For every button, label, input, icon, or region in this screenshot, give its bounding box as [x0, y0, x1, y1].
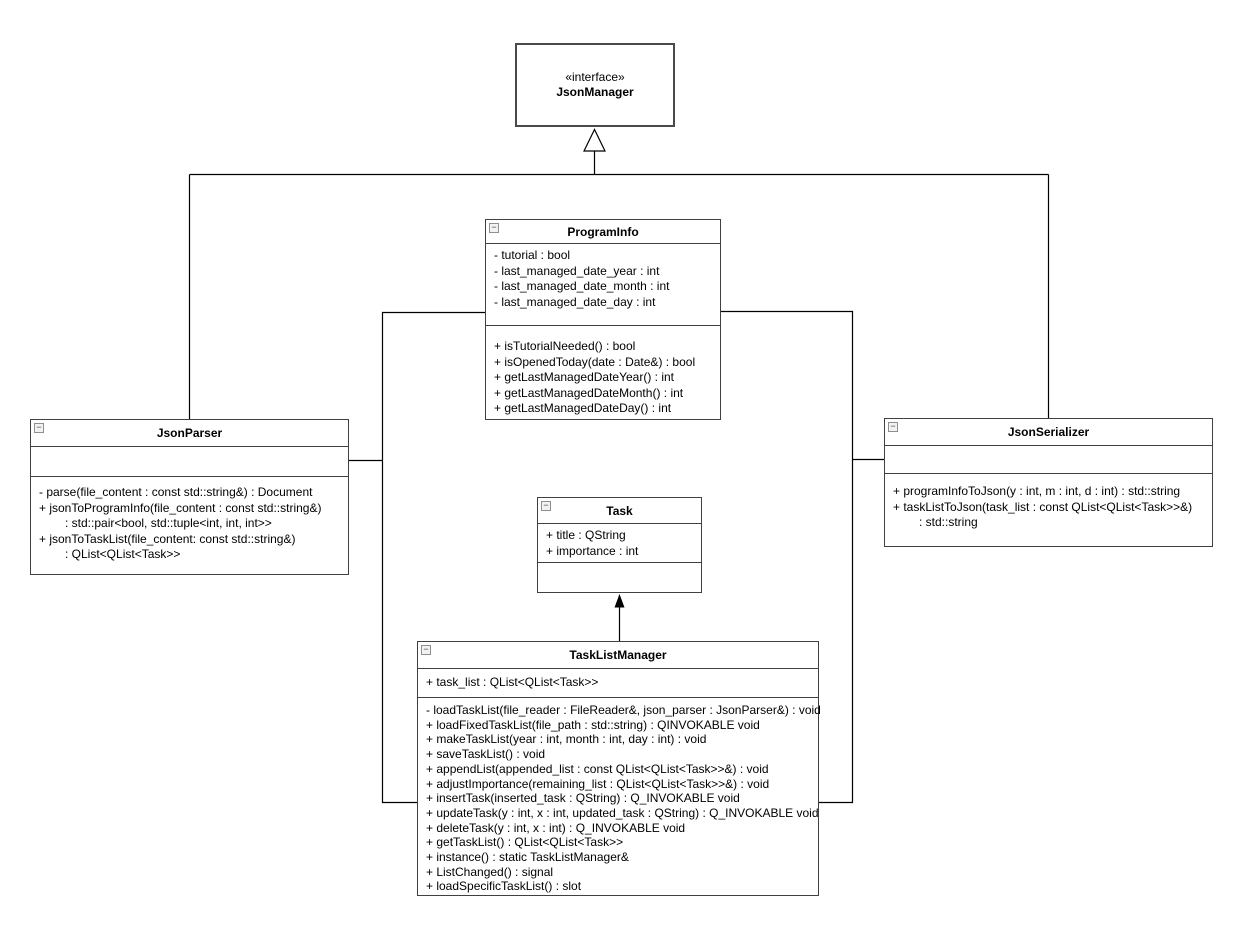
- method-line: + makeTaskList(year : int, month : int, …: [426, 732, 707, 747]
- method-line: - loadTaskList(file_reader : FileReader&…: [426, 703, 821, 717]
- class-title-bar: − TaskListManager: [418, 642, 818, 669]
- attribute-line: - last_managed_date_month : int: [494, 279, 670, 293]
- method-line: + updateTask(y : int, x : int, updated_t…: [426, 805, 819, 820]
- collapse-icon[interactable]: −: [541, 501, 551, 511]
- collapse-icon[interactable]: −: [888, 422, 898, 432]
- method-line: + instance() : static TaskListManager&: [426, 850, 629, 865]
- method-line: + programInfoToJson(y : int, m : int, d …: [893, 484, 1181, 498]
- collapse-icon[interactable]: −: [34, 423, 44, 433]
- method-line-continuation: : std::pair<bool, std::tuple<int, int, i…: [65, 516, 272, 530]
- class-title-bar: − Task: [538, 498, 701, 524]
- class-name: JsonParser: [156, 426, 223, 440]
- generalization-arrowhead-icon: [583, 128, 606, 152]
- method-line: + getLastManagedDateDay() : int: [494, 401, 672, 415]
- class-jsonserializer[interactable]: − JsonSerializer + programInfoToJson(y :…: [884, 418, 1213, 547]
- method-line-continuation: : QList<QList<Task>>: [65, 547, 181, 561]
- association-arrowhead-icon: [614, 594, 625, 608]
- generalization-edge: [188, 151, 1050, 419]
- attribute-line: - last_managed_date_year : int: [494, 263, 660, 278]
- method-line: + loadFixedTaskList(file_path : std::str…: [426, 717, 760, 732]
- attribute-line: - tutorial : bool: [494, 248, 571, 262]
- method-line: + jsonToTaskList(file_content: const std…: [39, 531, 296, 546]
- class-title-bar: − JsonSerializer: [885, 419, 1212, 446]
- method-line: + isOpenedToday(date : Date&) : bool: [494, 354, 696, 369]
- class-name: JsonSerializer: [1007, 425, 1090, 439]
- method-line: - parse(file_content : const std::string…: [39, 485, 313, 499]
- interface-stereotype: «interface»: [565, 70, 625, 84]
- attributes-section: [31, 447, 348, 477]
- attribute-line: + task_list : QList<QList<Task>>: [426, 675, 599, 689]
- attributes-section: + title : QString + importance : int: [538, 524, 701, 563]
- method-line: + deleteTask(y : int, x : int) : Q_INVOK…: [426, 820, 686, 835]
- methods-section: [538, 563, 701, 592]
- method-line: + getTaskList() : QList<QList<Task>>: [426, 835, 624, 850]
- method-line: + isTutorialNeeded() : bool: [494, 339, 636, 353]
- class-name: Task: [606, 503, 633, 518]
- collapse-icon[interactable]: −: [421, 645, 431, 655]
- method-line-continuation: : std::string: [919, 515, 978, 529]
- class-title-bar: − JsonParser: [31, 420, 348, 447]
- method-line: + ListChanged() : signal: [426, 864, 554, 879]
- method-line: + jsonToProgramInfo(file_content : const…: [39, 500, 322, 515]
- attributes-section: + task_list : QList<QList<Task>>: [418, 669, 818, 698]
- method-line: + saveTaskList() : void: [426, 747, 546, 762]
- method-line: + appendList(appended_list : const QList…: [426, 761, 769, 776]
- class-name: ProgramInfo: [567, 224, 639, 239]
- interface-jsonmanager[interactable]: «interface» JsonManager: [515, 43, 675, 127]
- attribute-line: + title : QString: [546, 528, 626, 542]
- class-title-bar: − ProgramInfo: [486, 220, 720, 244]
- class-name: TaskListManager: [569, 648, 667, 662]
- method-line: + getLastManagedDateMonth() : int: [494, 385, 684, 400]
- attribute-line: - last_managed_date_day : int: [494, 294, 656, 309]
- association-edge-left: [349, 311, 485, 804]
- attribute-line: + importance : int: [546, 543, 639, 558]
- method-line: + getLastManagedDateYear() : int: [494, 370, 675, 384]
- methods-section: - loadTaskList(file_reader : FileReader&…: [418, 698, 821, 895]
- interface-name: JsonManager: [556, 85, 634, 99]
- association-edge-right: [721, 310, 884, 804]
- class-task[interactable]: − Task + title : QString + importance : …: [537, 497, 702, 593]
- method-line: + insertTask(inserted_task : QString) : …: [426, 791, 740, 806]
- collapse-icon[interactable]: −: [489, 223, 499, 233]
- method-line: + taskListToJson(task_list : const QList…: [893, 499, 1193, 514]
- methods-section: + isTutorialNeeded() : bool + isOpenedTo…: [486, 326, 720, 419]
- methods-section: - parse(file_content : const std::string…: [31, 477, 348, 574]
- attributes-section: - tutorial : bool - last_managed_date_ye…: [486, 244, 720, 326]
- method-line: + adjustImportance(remaining_list : QLis…: [426, 776, 770, 791]
- class-tasklistmanager[interactable]: − TaskListManager + task_list : QList<QL…: [417, 641, 821, 896]
- class-jsonparser[interactable]: − JsonParser - parse(file_content : cons…: [30, 419, 349, 575]
- class-programinfo[interactable]: − ProgramInfo - tutorial : bool - last_m…: [485, 219, 721, 420]
- methods-section: + programInfoToJson(y : int, m : int, d …: [885, 474, 1212, 546]
- method-line: + loadSpecificTaskList() : slot: [426, 879, 582, 894]
- attributes-section: [885, 446, 1212, 474]
